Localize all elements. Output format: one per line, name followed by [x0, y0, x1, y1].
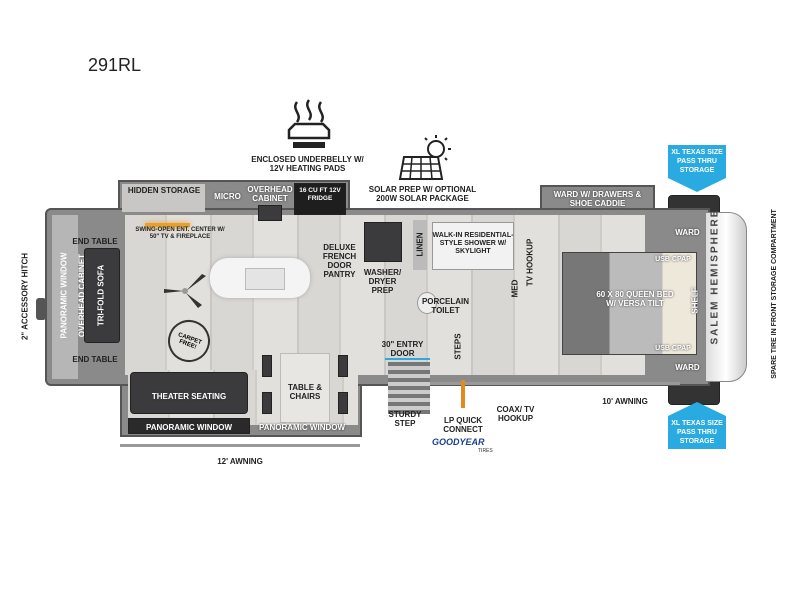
entry-door-label: 30" ENTRY DOOR	[381, 340, 424, 358]
chair	[262, 392, 272, 414]
storage-arrow-bottom: XL TEXAS SIZE PASS THRU STORAGE	[668, 402, 726, 449]
toilet-label: PORCELAIN TOILET	[421, 297, 470, 315]
ward-top: WARD	[675, 228, 700, 237]
pantry: DELUXE FRENCH DOOR PANTRY	[322, 243, 357, 279]
washer-dryer: WASHER/ DRYER PREP	[363, 268, 402, 295]
ceiling-fan-icon	[164, 274, 206, 308]
med-cabinet: MED	[510, 279, 520, 298]
entry-door[interactable]	[385, 358, 430, 360]
goodyear-logo: GOODYEAR	[432, 437, 485, 447]
hitch	[36, 298, 46, 320]
underbelly-label: ENCLOSED UNDERBELLY W/ 12V HEATING PADS	[251, 155, 364, 173]
linen: LINEN	[415, 232, 425, 257]
sofa-label: TRI-FOLD SOFA	[96, 264, 106, 327]
shower	[432, 222, 514, 270]
micro: MICRO	[214, 192, 241, 201]
theater-label: THEATER SEATING	[151, 392, 227, 401]
sturdy-step: STURDY STEP	[388, 410, 422, 428]
end-table-bottom: END TABLE	[72, 355, 118, 364]
toilet	[417, 292, 437, 314]
entry-steps	[388, 362, 430, 414]
tri-fold-sofa	[84, 248, 120, 343]
solar-panel-icon	[398, 135, 451, 180]
theater-seating	[130, 372, 248, 414]
overhead-cabinet: OVERHEAD CABINET	[247, 185, 293, 203]
panoramic-window-2: PANORAMIC WINDOW	[258, 423, 346, 432]
lp-quick-connect: LP QUICK CONNECT	[443, 416, 483, 434]
shower-label: WALK-IN RESIDENTIAL-STYLE SHOWER W/ SKYL…	[432, 232, 514, 255]
shelf: SHELF	[690, 287, 700, 314]
ward-bottom: WARD	[675, 363, 700, 372]
chair	[338, 355, 348, 377]
fridge-label: 16 CU FT 12V FRIDGE	[299, 187, 341, 202]
end-table-top: END TABLE	[72, 237, 118, 246]
heating-icon	[287, 99, 331, 148]
tv-hookup: TV HOOKUP	[525, 238, 535, 287]
chair	[338, 392, 348, 414]
front-cap	[705, 212, 747, 382]
dining-table	[280, 353, 330, 423]
awning-front: 10' AWNING	[602, 397, 648, 406]
spare-tire-label: SPARE TIRE IN FRONT STORAGE COMPARTMENT	[771, 209, 778, 379]
storage-arrow-top: XL TEXAS SIZE PASS THRU STORAGE	[668, 145, 726, 192]
coax-tv-hookup: COAX/ TV HOOKUP	[496, 405, 535, 423]
wardrobe-drawers: WARD W/ DRAWERS & SHOE CADDIE	[553, 190, 642, 208]
tires-label: TIRES	[478, 448, 493, 454]
chair	[262, 355, 272, 377]
bath-steps: STEPS	[453, 333, 463, 360]
washer-dryer-cabinet	[364, 222, 402, 262]
usb-cpap-top: USB CPAP	[655, 256, 691, 263]
island-sink	[245, 268, 285, 290]
fridge	[294, 183, 346, 215]
usb-cpap-bottom: USB CPAP	[655, 345, 691, 352]
entertainment-center: SWING-OPEN ENT. CENTER W/ 50" TV & FIREP…	[135, 227, 225, 240]
brand-logo: SALEM HEMISPHERE	[709, 208, 721, 345]
queen-bed	[562, 252, 697, 355]
sink	[258, 205, 282, 221]
bed-label: 60 X 80 QUEEN BED W/ VERSA TILT	[596, 290, 674, 308]
hidden-storage: HIDDEN STORAGE	[127, 186, 201, 195]
model-title: 291RL	[88, 55, 142, 75]
lp-connector	[461, 380, 465, 408]
panoramic-window-1: PANORAMIC WINDOW	[145, 423, 233, 432]
panoramic-window-rear: PANORAMIC WINDOW	[59, 252, 69, 339]
table-label: TABLE & CHAIRS	[287, 383, 323, 401]
awning-rear: 12' AWNING	[217, 457, 263, 466]
hitch-label: 2" ACCESSORY HITCH	[20, 252, 30, 341]
solar-label: SOLAR PREP W/ OPTIONAL 200W SOLAR PACKAG…	[368, 185, 477, 203]
